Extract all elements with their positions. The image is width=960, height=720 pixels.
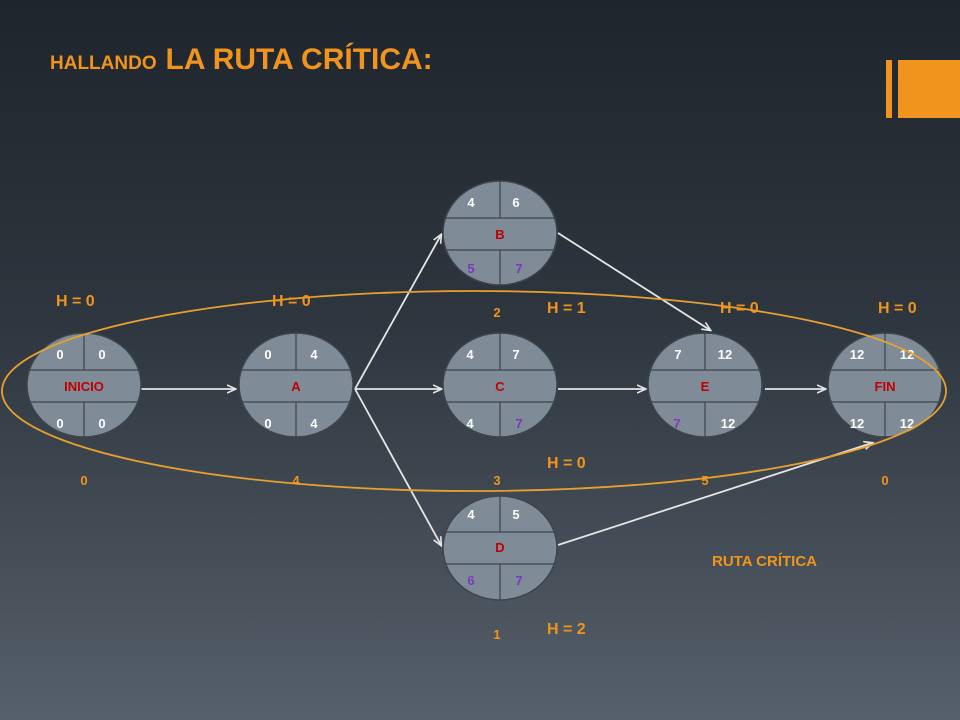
node-fin-ef: 12 bbox=[900, 347, 914, 362]
node-e-ls: 7 bbox=[673, 416, 680, 431]
decor-bar-thin bbox=[886, 60, 892, 118]
slack-e: H = 0 bbox=[720, 300, 759, 317]
slack-fin: H = 0 bbox=[878, 300, 917, 317]
node-fin-ls: 12 bbox=[850, 416, 864, 431]
node-inicio: 0 0 INICIO 0 0 bbox=[26, 332, 142, 438]
critical-route-ellipse bbox=[1, 290, 947, 492]
node-a: 0 4 A 0 4 bbox=[238, 332, 354, 438]
node-e-name: E bbox=[701, 379, 710, 394]
node-d-lf: 7 bbox=[515, 573, 522, 588]
node-b-name: B bbox=[495, 227, 504, 242]
slack-d: H = 2 bbox=[547, 621, 586, 638]
slack-c: H = 0 bbox=[547, 455, 586, 472]
duration-e: 5 bbox=[701, 473, 708, 488]
node-a-name: A bbox=[291, 379, 301, 394]
slack-inicio: H = 0 bbox=[56, 293, 95, 310]
duration-a: 4 bbox=[292, 473, 300, 488]
node-inicio-es: 0 bbox=[56, 347, 63, 362]
duration-b: 2 bbox=[493, 305, 500, 320]
node-inicio-ef: 0 bbox=[98, 347, 105, 362]
duration-c: 3 bbox=[493, 473, 500, 488]
node-d-ls: 6 bbox=[467, 573, 474, 588]
node-c-ls: 4 bbox=[466, 416, 474, 431]
node-a-lf: 4 bbox=[310, 416, 318, 431]
node-d-name: D bbox=[495, 540, 504, 555]
duration-fin: 0 bbox=[881, 473, 888, 488]
node-b-ef: 6 bbox=[512, 195, 519, 210]
arrow-a-b bbox=[354, 235, 441, 390]
node-e-lf: 12 bbox=[721, 416, 735, 431]
node-b-lf: 7 bbox=[515, 261, 522, 276]
node-e: 7 12 E 7 12 bbox=[647, 332, 763, 438]
node-c-lf: 7 bbox=[515, 416, 522, 431]
node-e-es: 7 bbox=[674, 347, 681, 362]
node-fin-es: 12 bbox=[850, 347, 864, 362]
node-inicio-name: INICIO bbox=[64, 379, 104, 394]
node-b-ls: 5 bbox=[467, 261, 474, 276]
node-c-ef: 7 bbox=[512, 347, 519, 362]
page-title: HALLANDO LA RUTA CRÍTICA: bbox=[50, 40, 433, 77]
node-c-es: 4 bbox=[466, 347, 474, 362]
node-fin: 12 12 FIN 12 12 bbox=[827, 332, 943, 438]
arrow-a-d bbox=[354, 388, 441, 545]
title-main: LA RUTA CRÍTICA: bbox=[165, 43, 433, 76]
node-fin-lf: 12 bbox=[900, 416, 914, 431]
node-e-ef: 12 bbox=[718, 347, 732, 362]
node-b: 4 6 B 5 7 bbox=[442, 180, 558, 286]
title-prefix: HALLANDO bbox=[50, 53, 157, 74]
node-a-es: 0 bbox=[264, 347, 271, 362]
node-fin-name: FIN bbox=[875, 379, 896, 394]
slack-b: H = 1 bbox=[547, 300, 586, 317]
node-d-es: 4 bbox=[467, 507, 475, 522]
node-a-ef: 4 bbox=[310, 347, 318, 362]
decor-bar-thick bbox=[898, 60, 960, 118]
arrows bbox=[141, 232, 872, 545]
node-d-ef: 5 bbox=[512, 507, 519, 522]
slack-a: H = 0 bbox=[272, 293, 311, 310]
node-c: 4 7 C 4 7 bbox=[442, 332, 558, 438]
node-a-ls: 0 bbox=[264, 416, 271, 431]
node-inicio-ls: 0 bbox=[56, 416, 63, 431]
arrow-b-e bbox=[557, 232, 710, 330]
node-d: 4 5 D 6 7 bbox=[442, 495, 558, 601]
duration-inicio: 0 bbox=[80, 473, 87, 488]
node-b-es: 4 bbox=[467, 195, 475, 210]
node-c-name: C bbox=[495, 379, 505, 394]
duration-d: 1 bbox=[493, 627, 500, 642]
node-inicio-lf: 0 bbox=[98, 416, 105, 431]
critical-route-label: RUTA CRÍTICA bbox=[712, 553, 817, 570]
